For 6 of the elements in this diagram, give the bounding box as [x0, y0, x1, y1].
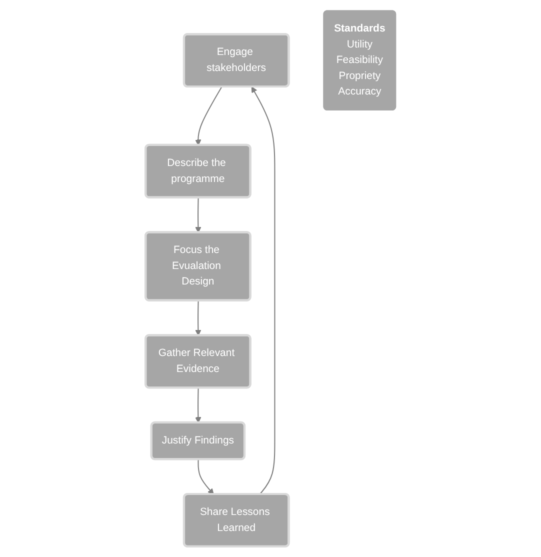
arrow — [194, 300, 202, 336]
arrow — [194, 198, 202, 233]
arrow — [194, 388, 202, 424]
arrow — [251, 86, 276, 495]
arrow — [198, 459, 214, 495]
arrow — [194, 86, 222, 146]
